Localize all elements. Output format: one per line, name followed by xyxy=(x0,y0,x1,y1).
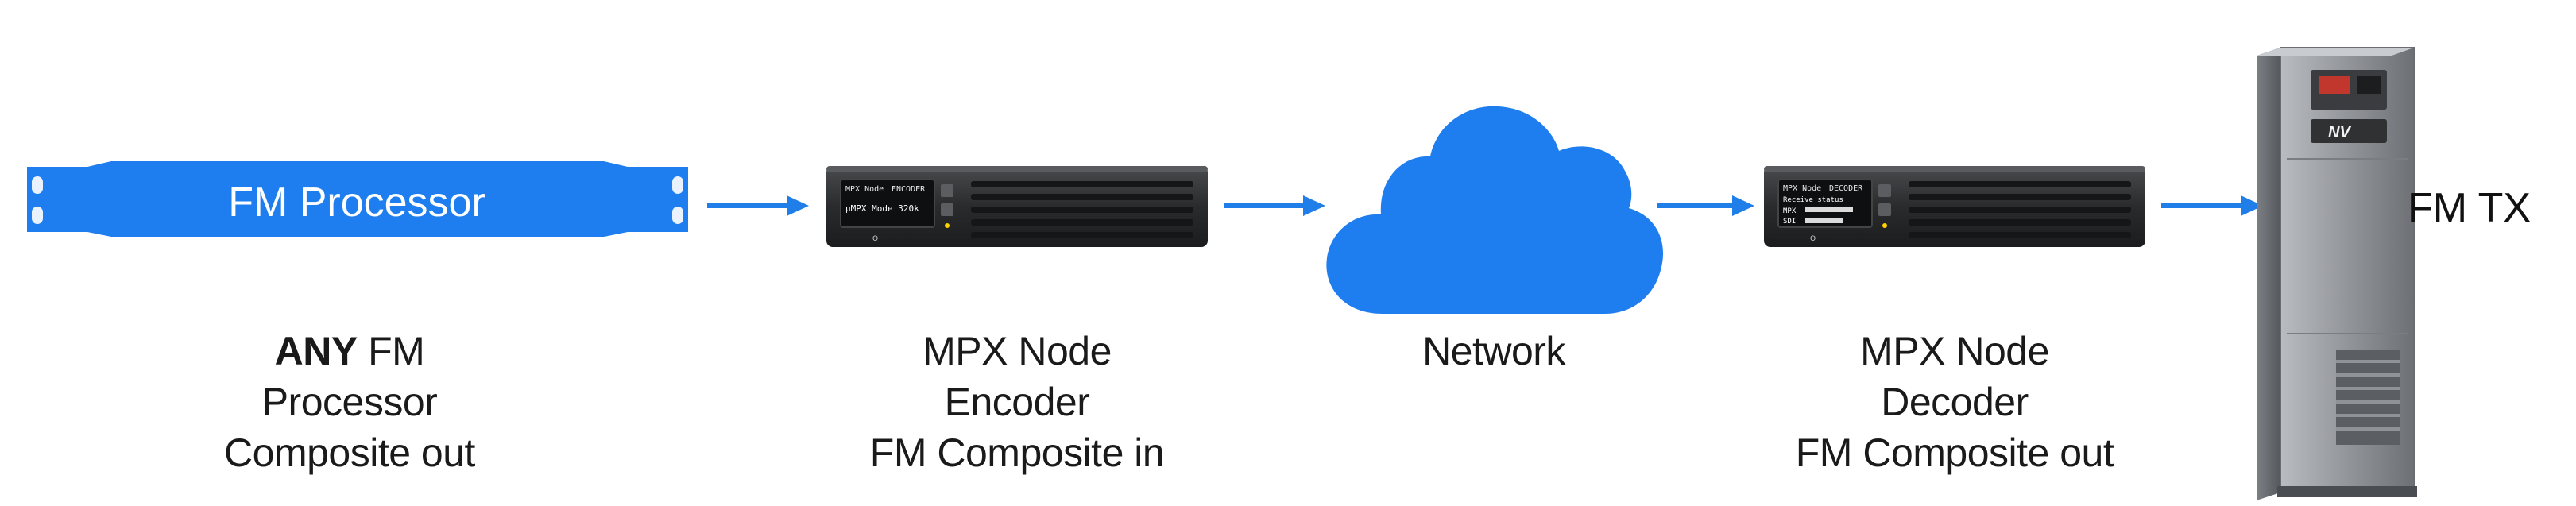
decoder-caption-line1: MPX Node Decoder xyxy=(1860,329,2049,424)
brand-logo: O xyxy=(1810,235,1816,243)
decoder-screen-mode: DECODER xyxy=(1829,184,1863,193)
tx-brand-plate xyxy=(2311,119,2387,143)
rack-ear-hole xyxy=(672,207,683,224)
vent-grille xyxy=(1909,181,2131,238)
encoder-screen-line: µMPX Mode 320k xyxy=(845,203,919,214)
decoder-caption: MPX Node Decoder FM Composite out xyxy=(1788,326,2122,478)
fm-processor-caption-bold: ANY xyxy=(274,329,358,373)
arrow-right-icon xyxy=(1303,195,1325,216)
encoder-caption-line1: MPX Node Encoder xyxy=(922,329,1112,424)
decoder-screen-title: MPX Node xyxy=(1783,184,1821,193)
fm-processor-caption-rest: FM Processor xyxy=(261,329,438,424)
encoder-caption: MPX Node Encoder FM Composite in xyxy=(858,326,1176,478)
decoder-screen-line1: Receive status xyxy=(1783,196,1843,204)
oled-screen xyxy=(1777,179,1873,228)
brand-logo: O xyxy=(872,235,878,243)
status-led-icon xyxy=(1882,223,1887,228)
decoder-caption-line2: FM Composite out xyxy=(1795,431,2114,475)
level-meter-bar xyxy=(1805,207,1853,212)
tx-brand-text: NV xyxy=(2328,124,2351,141)
decoder-up-button-icon xyxy=(1878,184,1891,197)
vent-grille xyxy=(971,181,1193,238)
arrow-right-icon xyxy=(787,195,809,216)
transmitter-cabinet-icon: NV xyxy=(2257,47,2417,500)
encoder-caption-line2: FM Composite in xyxy=(869,431,1165,475)
encoder-down-button-icon xyxy=(941,203,953,216)
cloud-icon xyxy=(1326,106,1664,314)
network-caption: Network xyxy=(1383,326,1605,377)
rack-ear-hole xyxy=(32,176,43,194)
level-meter-bar xyxy=(1805,218,1843,223)
rack-unit-icon xyxy=(27,161,688,237)
arrow-right-icon xyxy=(2241,195,2263,216)
decoder-unit: MPX Node DECODER Receive status MPX SDI … xyxy=(1764,166,2145,247)
decoder-screen-line3: SDI xyxy=(1783,218,1796,226)
oled-screen xyxy=(840,179,935,228)
fm-processor-caption-line2: Composite out xyxy=(224,431,475,475)
rack-ear-hole xyxy=(32,207,43,224)
fm-tx-label: FM TX xyxy=(2408,185,2532,231)
arrow-right-icon xyxy=(1732,195,1754,216)
encoder-screen-mode: ENCODER xyxy=(892,185,926,194)
status-led-icon xyxy=(945,223,950,228)
network-caption-text: Network xyxy=(1422,329,1565,373)
tx-vent-grille xyxy=(2336,350,2400,445)
rack-ear-hole xyxy=(672,176,683,194)
encoder-up-button-icon xyxy=(941,184,953,197)
decoder-down-button-icon xyxy=(1878,203,1891,216)
decoder-screen-line2: MPX xyxy=(1783,207,1797,215)
fm-processor-device-label: FM Processor xyxy=(228,180,485,226)
encoder-screen-title: MPX Node xyxy=(845,185,884,194)
fm-processor-caption: ANY FM Processor Composite out xyxy=(183,326,516,478)
fm-processor-unit xyxy=(27,161,688,237)
encoder-unit: MPX Node ENCODER µMPX Mode 320k O xyxy=(826,166,1208,247)
